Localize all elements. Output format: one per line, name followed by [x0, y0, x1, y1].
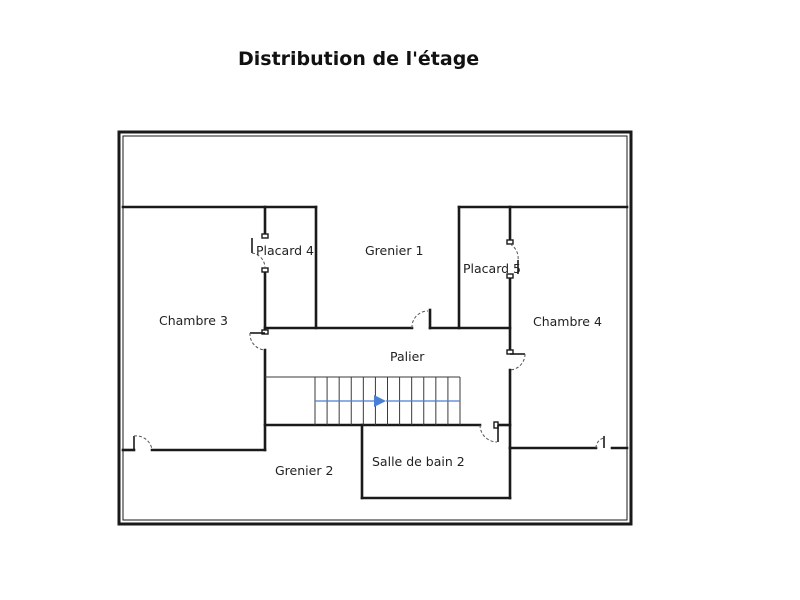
room-label-grenier-2: Grenier 2 [275, 463, 333, 478]
room-label-salle-de-bain-2: Salle de bain 2 [372, 454, 465, 469]
outer-wall [117, 130, 633, 526]
room-label-placard-4: Placard 4 [256, 243, 314, 258]
staircase [265, 376, 461, 425]
door-chambre-3 [249, 329, 269, 351]
stair-arrow [315, 395, 460, 407]
room-label-chambre-4: Chambre 4 [533, 314, 602, 329]
plan-title: Distribution de l'étage [238, 48, 480, 70]
door-placard-5 [506, 239, 519, 279]
doors [133, 233, 605, 451]
door-salle-de-bain-2 [479, 421, 499, 443]
room-label-placard-5: Placard 5 [463, 261, 521, 276]
door-chambre-3-grenier-2 [133, 435, 153, 451]
room-label-grenier-1: Grenier 1 [365, 243, 423, 258]
door-placard-4 [251, 233, 269, 273]
door-chambre-4 [506, 349, 526, 371]
room-label-palier: Palier [390, 349, 425, 364]
room-label-chambre-3: Chambre 3 [159, 313, 228, 328]
interior-walls [121, 205, 629, 500]
door-chambre-4-grenier [595, 436, 605, 449]
door-grenier-1 [411, 310, 431, 329]
